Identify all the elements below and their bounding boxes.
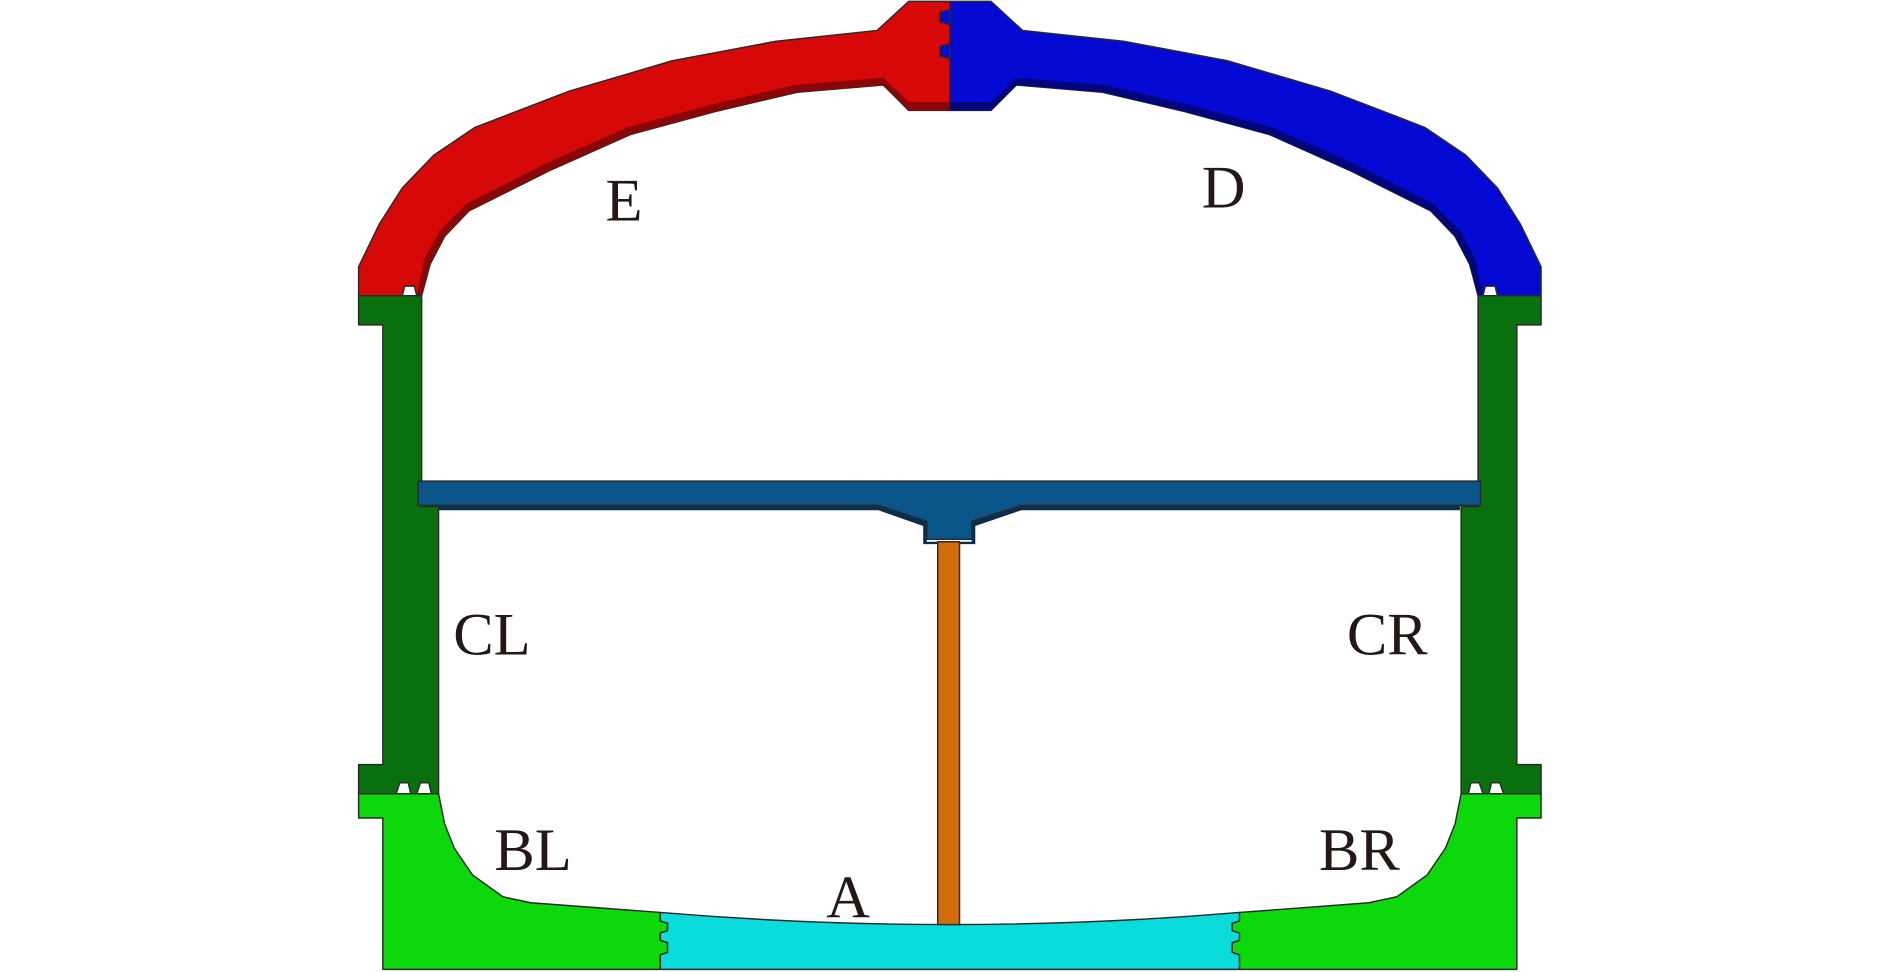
part-cr <box>1460 295 1542 795</box>
vertical-rod <box>937 541 961 926</box>
label-e: E <box>605 168 642 235</box>
label-d: D <box>1202 154 1246 221</box>
part-a <box>659 911 1241 971</box>
part-d <box>949 0 1542 297</box>
label-cl: CL <box>453 601 530 668</box>
label-bl: BL <box>494 817 571 884</box>
label-a: A <box>826 864 870 931</box>
part-cl <box>357 295 440 795</box>
label-cr: CR <box>1347 601 1428 668</box>
part-e <box>357 0 951 297</box>
horizontal-beam <box>417 480 1482 545</box>
top-joint <box>939 9 951 60</box>
label-br: BR <box>1319 817 1400 884</box>
